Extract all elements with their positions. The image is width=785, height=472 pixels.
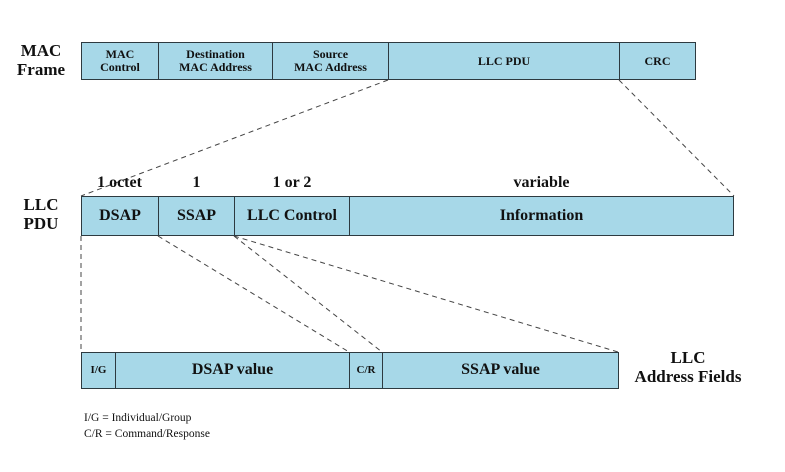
llc-pdu-field: LLC PDU bbox=[388, 42, 620, 80]
dsap-field: DSAP bbox=[81, 196, 159, 236]
information-size-label: variable bbox=[513, 174, 570, 191]
legend-ig: I/G = Individual/Group bbox=[84, 412, 192, 424]
destination-address-field: Destination MAC Address bbox=[158, 42, 273, 80]
information-field: Information bbox=[349, 196, 734, 236]
cr-bit-field: C/R bbox=[349, 352, 383, 389]
dsap-size-label: 1 octet bbox=[97, 174, 142, 191]
legend: I/G = Individual/Group C/R = Command/Res… bbox=[84, 411, 210, 442]
llc-control-field: LLC Control bbox=[234, 196, 350, 236]
llc-pdu-label: LLC PDU bbox=[23, 195, 59, 233]
dsap-to-addr-line bbox=[157, 235, 350, 353]
ssap-size-label: 1 bbox=[192, 174, 201, 191]
mac-control-field: MAC Control bbox=[81, 42, 159, 80]
address-fields-label: LLC Address Fields bbox=[634, 348, 742, 386]
source-address-field: Source MAC Address bbox=[272, 42, 389, 80]
mac-frame-label: MAC Frame bbox=[16, 41, 66, 79]
dsap-value-field: DSAP value bbox=[115, 352, 350, 389]
ssap-to-addr-right-line bbox=[233, 235, 619, 353]
crc-field: CRC bbox=[619, 42, 696, 80]
ssap-field: SSAP bbox=[158, 196, 235, 236]
ssap-to-addr-left-line bbox=[233, 235, 383, 353]
ig-bit-field: I/G bbox=[81, 352, 116, 389]
ssap-value-field: SSAP value bbox=[382, 352, 619, 389]
legend-cr: C/R = Command/Response bbox=[84, 427, 210, 440]
control-size-label: 1 or 2 bbox=[272, 174, 312, 191]
